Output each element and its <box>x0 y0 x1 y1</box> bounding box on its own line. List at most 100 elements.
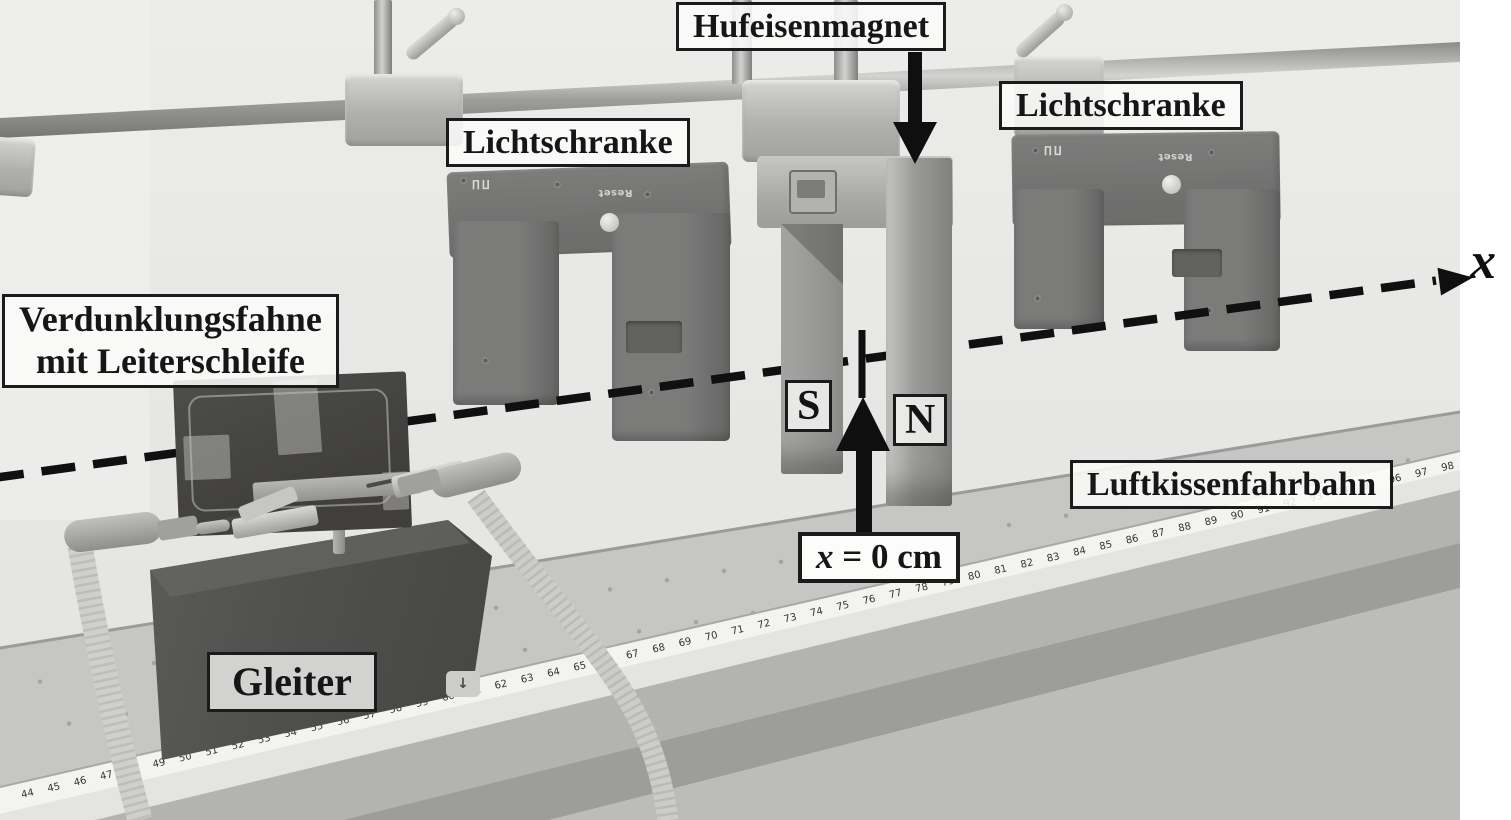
label-lichtschranke-right: Lichtschranke <box>999 81 1243 131</box>
air-hole <box>636 629 642 634</box>
signal-waveform-icon: ∏∐ <box>470 179 490 190</box>
air-hole <box>664 578 670 583</box>
ruler-number: 80 <box>967 569 982 583</box>
floor <box>0 588 1460 820</box>
origin-value: = 0 cm <box>833 537 942 576</box>
ribbon-left <box>67 543 153 820</box>
magnet-pole-shadow <box>781 224 843 285</box>
label-verdunklungsfahne-line2: mit Leiterschleife <box>35 340 305 381</box>
ruler-number: 62 <box>494 678 509 692</box>
photo-area: 4445464748495051525354555657585960616263… <box>0 0 1460 820</box>
ruler-number: 69 <box>678 636 693 650</box>
ribbon-right <box>467 489 679 820</box>
glider-sticker-icon: ↓ <box>446 671 480 697</box>
photogate-left-sensor-slot <box>626 321 682 353</box>
air-hole <box>37 679 43 684</box>
air-hole <box>66 721 72 726</box>
air-hole <box>522 647 528 653</box>
photogate-right-sensor-slot <box>1172 249 1222 277</box>
ruler-number: 63 <box>520 672 535 686</box>
origin-variable: x <box>816 537 834 576</box>
label-luftkissenfahrbahn: Luftkissenfahrbahn <box>1070 460 1394 510</box>
glider: ↓ <box>140 515 496 765</box>
air-hole <box>693 620 699 625</box>
air-hole <box>151 660 157 666</box>
track-front-face <box>95 490 1460 820</box>
ruler-number: 64 <box>546 666 561 680</box>
label-hufeisenmagnet: Hufeisenmagnet <box>676 2 947 52</box>
holder-sticker-logo <box>797 180 825 198</box>
reset-label: Reset <box>598 187 633 198</box>
rod-clamp-far-left <box>0 136 36 198</box>
air-hole <box>493 605 499 611</box>
rod-clamp-center <box>742 80 900 162</box>
label-verdunklungsfahne: Verdunklungsfahne mit Leiterschleife <box>2 294 339 388</box>
ruler-number: 73 <box>783 612 798 626</box>
ruler-number: 68 <box>651 642 666 656</box>
screw-icon <box>460 177 467 184</box>
ruler-number: 89 <box>1204 515 1219 529</box>
label-pole-north: N <box>893 394 948 447</box>
ruler-number: 70 <box>704 630 719 644</box>
ruler-number: 81 <box>993 563 1008 577</box>
air-hole <box>1006 522 1012 528</box>
magnet-pole-north <box>886 158 952 506</box>
photogate-left: ∏∐ Reset <box>446 161 732 451</box>
reset-button <box>1162 175 1181 194</box>
clamp-knob-left <box>448 8 465 25</box>
x-axis-label: x <box>1470 233 1496 290</box>
screw-icon <box>554 181 561 188</box>
rod-clamp-left <box>345 74 463 146</box>
reset-label: Reset <box>1158 151 1193 162</box>
ruler-number: 86 <box>1125 533 1140 547</box>
ruler-number: 75 <box>836 600 851 614</box>
label-verdunklungsfahne-line1: Verdunklungsfahne <box>19 299 322 339</box>
ruler-number: 74 <box>809 606 824 620</box>
magnet-pole-south <box>781 224 843 474</box>
ruler-number: 67 <box>625 648 640 662</box>
ruler-number: 77 <box>888 588 903 602</box>
ruler-number: 84 <box>1072 545 1087 559</box>
tape-patch <box>272 378 323 456</box>
air-hole <box>607 587 613 592</box>
photogate-right-leg-a <box>1014 189 1104 329</box>
label-gleiter: Gleiter <box>207 652 377 713</box>
screw-icon <box>1208 149 1215 156</box>
tape-patch <box>183 434 231 481</box>
ruler-number: 98 <box>1440 460 1455 474</box>
screw-icon <box>1206 307 1213 314</box>
air-hole <box>1063 513 1069 518</box>
ruler-number: 46 <box>73 775 88 789</box>
photogate-right: ∏∐ Reset <box>1011 131 1281 353</box>
ruler-number: 90 <box>1230 509 1245 523</box>
track-bevel-edge <box>0 470 1460 820</box>
ruler-number: 72 <box>757 618 772 632</box>
screw-icon <box>648 389 655 396</box>
signal-waveform-icon: ∏∐ <box>1042 145 1062 156</box>
ruler-number: 88 <box>1177 521 1192 535</box>
screw-icon <box>482 357 489 364</box>
ruler-tape <box>0 452 1460 814</box>
air-hole <box>778 559 784 564</box>
ruler-number: 78 <box>914 582 929 596</box>
photogate-left-leg-a <box>453 221 559 405</box>
ruler-number: 85 <box>1099 539 1114 553</box>
stand-rod-left <box>374 0 392 78</box>
air-hole <box>721 568 727 574</box>
ruler-number: 87 <box>1151 527 1166 541</box>
screw-icon <box>644 191 651 198</box>
ruler-number: 45 <box>47 781 62 795</box>
scene-background: 4445464748495051525354555657585960616263… <box>0 0 1460 820</box>
wall-corner-highlight <box>0 0 150 520</box>
label-pole-south: S <box>785 380 833 433</box>
ruler-number: 76 <box>862 594 877 608</box>
ruler-number: 65 <box>573 660 588 674</box>
label-origin-x0: x = 0 cm <box>798 532 960 583</box>
screw-icon <box>1032 147 1039 154</box>
ruler-number: 71 <box>730 624 745 638</box>
track-lower-face <box>342 543 1460 820</box>
ruler-number: 47 <box>99 769 114 783</box>
ruler-number: 83 <box>1046 551 1061 565</box>
clamp-knob-right <box>1056 4 1073 21</box>
